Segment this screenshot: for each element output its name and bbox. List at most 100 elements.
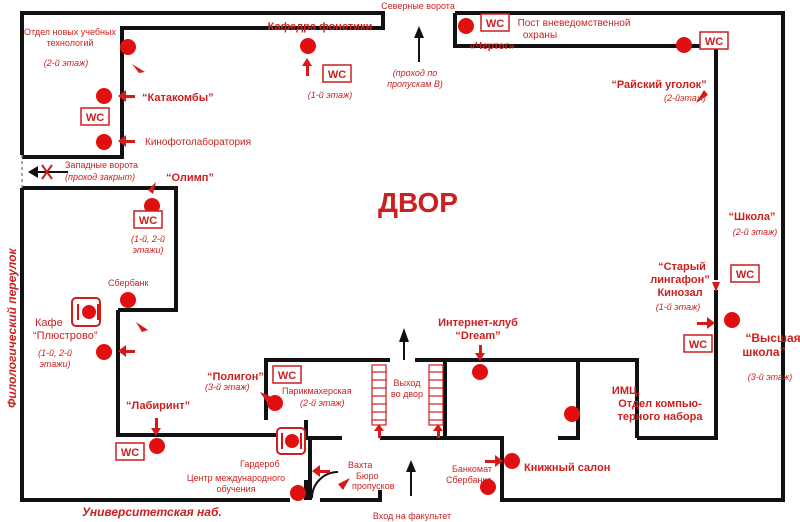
- arrow-stairs-right: [433, 424, 443, 431]
- cafe-label: Кафе“Плюстрово”: [33, 317, 98, 342]
- dot-atm: [480, 479, 496, 495]
- dot-cinelab: [96, 134, 112, 150]
- west-gate-arrow: [28, 166, 38, 178]
- arrow-paradise: [696, 90, 708, 103]
- dot-new-tech: [120, 39, 136, 55]
- arrow-watch: [338, 478, 350, 490]
- dot-high-school: [724, 312, 740, 328]
- wc-olimp: WC: [133, 210, 163, 229]
- watch-label: Вахта: [348, 460, 372, 470]
- svg-text:WC: WC: [736, 269, 754, 281]
- west-street-label: Филологический переулок: [5, 248, 19, 408]
- dot-catacombs: [96, 88, 112, 104]
- exit-yard-arrow: [399, 328, 409, 342]
- arrow-sberbank: [136, 322, 148, 332]
- high-school-floor: (3-й этаж): [748, 372, 793, 382]
- arrow-atm: [495, 455, 503, 467]
- dot-phonetics: [300, 38, 316, 54]
- imc-label: ИМЦ,Отдел компью-терного набора: [612, 385, 703, 423]
- wardrobe-cafe-icon: [276, 427, 306, 455]
- svg-text:WC: WC: [328, 69, 346, 81]
- arrow-labyrinth: [151, 428, 161, 436]
- svg-text:WC: WC: [139, 215, 157, 227]
- catacombs-label: “Катакомбы”: [142, 92, 214, 104]
- building-walls: [20, 11, 785, 502]
- wc-high-school: WC: [683, 334, 713, 353]
- arrow-internet: [475, 353, 485, 361]
- wc-ne-1: WC: [480, 13, 510, 32]
- svg-text:WC: WC: [86, 112, 104, 124]
- north-gate-label: Северные ворота: [381, 1, 455, 11]
- wc-nw-1: WC: [322, 64, 352, 83]
- paradise-label: “Райский уголок”: [611, 79, 706, 91]
- door-arrows: [118, 58, 720, 490]
- arrow-center: [312, 465, 320, 477]
- arrow-cafe: [118, 345, 126, 357]
- dot-imc: [564, 406, 580, 422]
- stairs-right: [428, 364, 444, 426]
- entrance-label: Вход на факультет: [373, 511, 451, 521]
- labyrinth-label: “Лабиринт”: [126, 400, 190, 412]
- phonetics-label: Кафедра фонетики: [268, 21, 373, 33]
- svg-text:WC: WC: [705, 36, 723, 48]
- svg-text:WC: WC: [121, 447, 139, 459]
- wc-labyrinth: WC: [115, 442, 145, 461]
- paradise-floor: (2-йэтаж): [664, 93, 706, 103]
- entrance-arrow: [406, 460, 416, 472]
- svg-text:WC: WC: [689, 339, 707, 351]
- dot-paradise: [676, 37, 692, 53]
- cinelab-label: Кинофотолаборатория: [145, 136, 251, 148]
- internet-label: Интернет-клуб“Dream”: [438, 317, 518, 342]
- stairs-left: [371, 364, 387, 426]
- dot-olimp: [144, 198, 160, 214]
- hair-label: Парикмахерская: [282, 386, 352, 396]
- arrow-high-school: [707, 317, 715, 329]
- north-gate-arrow: [414, 26, 424, 38]
- south-street-label: Университетская наб.: [82, 505, 222, 519]
- arrow-cinelab: [118, 135, 126, 147]
- wc-polygon: WC: [272, 365, 302, 384]
- cafe-icon: [71, 297, 101, 327]
- new-tech-floor: (2-й этаж): [44, 58, 89, 68]
- west-gate-cross: [41, 164, 53, 180]
- wc-school: WC: [730, 264, 760, 283]
- dot-guard-post: [458, 18, 474, 34]
- old-lingaphone-floor: (1-й этаж): [656, 302, 701, 312]
- wardrobe-label: Гардероб: [240, 459, 280, 469]
- sberbank-label: Сбербанк: [108, 278, 148, 288]
- svg-text:WC: WC: [486, 18, 504, 30]
- arrow-olimp: [148, 182, 156, 194]
- school-floor: (2-й этаж): [733, 227, 778, 237]
- arrow-hair: [260, 392, 270, 404]
- location-dots: [96, 18, 740, 501]
- dot-hair: [267, 395, 283, 411]
- entrance-door-arc: [311, 471, 339, 499]
- arrow-catacombs: [118, 90, 126, 102]
- gate-arrows: [28, 26, 424, 496]
- arrow-old-lingaphone: [712, 282, 720, 292]
- arrow-stairs-left: [374, 424, 384, 431]
- svg-text:WC: WC: [278, 370, 296, 382]
- school-label: “Школа”: [729, 211, 776, 223]
- arrow-new-tech: [132, 64, 145, 73]
- hair-floor: (2-й этаж): [300, 398, 345, 408]
- dot-cafe: [96, 344, 112, 360]
- dot-center: [290, 485, 306, 501]
- dot-sberbank: [120, 292, 136, 308]
- chertog-label: «Чертог»: [470, 41, 515, 52]
- polygon-label: “Полигон”: [207, 371, 264, 383]
- dot-internet: [472, 364, 488, 380]
- arrow-phonetics: [302, 58, 312, 66]
- olimp-label: “Олимп”: [166, 172, 214, 184]
- dot-labyrinth: [149, 438, 165, 454]
